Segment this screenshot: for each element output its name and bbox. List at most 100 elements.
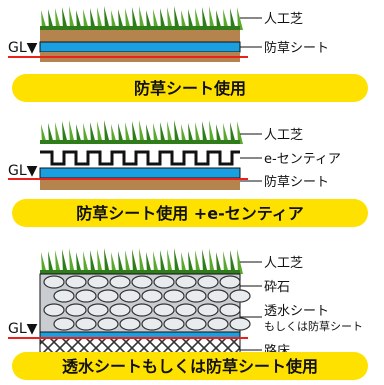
- label-permeable-sheet: 透水シート: [264, 304, 329, 319]
- grass-blade: [97, 7, 103, 30]
- weed-sheet-layer-2: [39, 167, 241, 179]
- label-weed-sheet: 防草シート: [264, 174, 329, 190]
- gravel-stones: [43, 275, 251, 331]
- artificial-turf-layer-1: [40, 6, 243, 30]
- grass-blade: [174, 6, 180, 30]
- grass-blade: [160, 250, 166, 274]
- grass-blade: [209, 120, 215, 144]
- gravel-stone: [185, 289, 207, 303]
- banner-text-3: 透水シートもしくは防草シート使用: [62, 357, 318, 376]
- gravel-stone: [109, 303, 131, 317]
- gravel-stone: [65, 303, 87, 317]
- grass-blade: [125, 8, 131, 30]
- banner-2: [12, 199, 368, 227]
- grass-blade: [153, 251, 159, 274]
- gravel-stone: [131, 303, 153, 317]
- label-e-sentia: e-センティア: [264, 152, 341, 167]
- grass-blade: [118, 123, 124, 144]
- grass-blade: [90, 250, 96, 274]
- grass-blade: [118, 251, 124, 274]
- grass-blade: [76, 124, 82, 144]
- grass-blade: [118, 9, 124, 30]
- grass-blade: [104, 248, 110, 274]
- gravel-stone: [53, 289, 75, 303]
- grass-blade: [223, 123, 229, 144]
- banner-text-2: 防草シート使用 +e-センティア: [76, 204, 304, 223]
- gravel-stone: [97, 317, 119, 331]
- grass-blade: [216, 252, 222, 274]
- soil-base-layer-2: [40, 178, 240, 190]
- grass-blade: [48, 123, 54, 144]
- gravel-stone: [197, 275, 219, 289]
- gravel-stone: [207, 289, 229, 303]
- grass-blade: [146, 124, 152, 144]
- grass-blade: [195, 250, 201, 274]
- label-turf: 人工芝: [264, 255, 303, 271]
- weed-sheet-layer-1: [39, 41, 241, 53]
- artificial-turf-layer-3: [40, 248, 243, 274]
- gravel-stone: [163, 317, 185, 331]
- grass-blade: [153, 123, 159, 144]
- grass-blade: [160, 8, 166, 30]
- label-crushed-stone: 砕石: [264, 280, 290, 295]
- grass-blade: [202, 121, 208, 144]
- gravel-stone: [75, 317, 97, 331]
- grass-blade: [209, 248, 215, 274]
- grass-blade: [90, 122, 96, 144]
- grass-blade: [146, 252, 152, 274]
- grass-blade: [41, 252, 47, 274]
- gravel-stone: [131, 275, 153, 289]
- grass-blade: [104, 6, 110, 30]
- soil-layer-1: [40, 30, 240, 42]
- grass-blade: [167, 249, 173, 274]
- grass-blade: [132, 249, 138, 274]
- label-turf: 人工芝: [264, 11, 303, 27]
- grass-blade: [62, 7, 68, 30]
- grass-blade: [160, 122, 166, 144]
- grass-blade: [174, 248, 180, 274]
- grass-blade: [69, 120, 75, 144]
- grass-blade: [139, 120, 145, 144]
- label-or-weed-sheet: もしくは防草シート: [264, 319, 363, 333]
- grass-blade: [167, 7, 173, 30]
- grass-blade: [181, 124, 187, 144]
- panel-2: GL▼ 人工芝 e-センティア 防草シート 防草シート使用 +e-センティア: [8, 120, 368, 227]
- grass-blade: [55, 8, 61, 30]
- e-sentia-layer: [40, 144, 240, 168]
- grass-blade: [62, 121, 68, 144]
- grass-blade: [125, 250, 131, 274]
- grass-blade: [55, 250, 61, 274]
- grass-blade: [188, 9, 194, 30]
- gravel-stone: [87, 275, 109, 289]
- grass-blade: [181, 252, 187, 274]
- label-weed-sheet: 防草シート: [264, 40, 329, 56]
- panel-3: GL▼ 人工芝 砕石 透水シート もしくは防草シート 路床 透水シートもしくは防…: [8, 248, 368, 380]
- grass-blade: [223, 9, 229, 30]
- grass-blade: [153, 9, 159, 30]
- grass-blade: [69, 6, 75, 30]
- gravel-stone: [185, 317, 207, 331]
- turf-base: [40, 26, 240, 30]
- grass-blade: [188, 123, 194, 144]
- turf-base: [40, 140, 240, 144]
- grass-blade: [195, 8, 201, 30]
- banner-1: [12, 74, 368, 102]
- grass-blade: [90, 8, 96, 30]
- grass-blade: [209, 6, 215, 30]
- gravel-stone: [97, 289, 119, 303]
- grass-blade: [69, 248, 75, 274]
- grass-blade: [48, 251, 54, 274]
- grass-blade: [202, 7, 208, 30]
- grass-blade: [55, 122, 61, 144]
- grass-blade: [76, 10, 82, 30]
- gravel-stone: [119, 289, 141, 303]
- grass-blade: [97, 121, 103, 144]
- gravel-stone: [175, 303, 197, 317]
- gravel-stone: [229, 317, 251, 331]
- grass-blade: [181, 10, 187, 30]
- gravel-stone: [197, 303, 219, 317]
- grass-blade: [216, 124, 222, 144]
- grass-blade: [132, 7, 138, 30]
- grass-blade: [41, 124, 47, 144]
